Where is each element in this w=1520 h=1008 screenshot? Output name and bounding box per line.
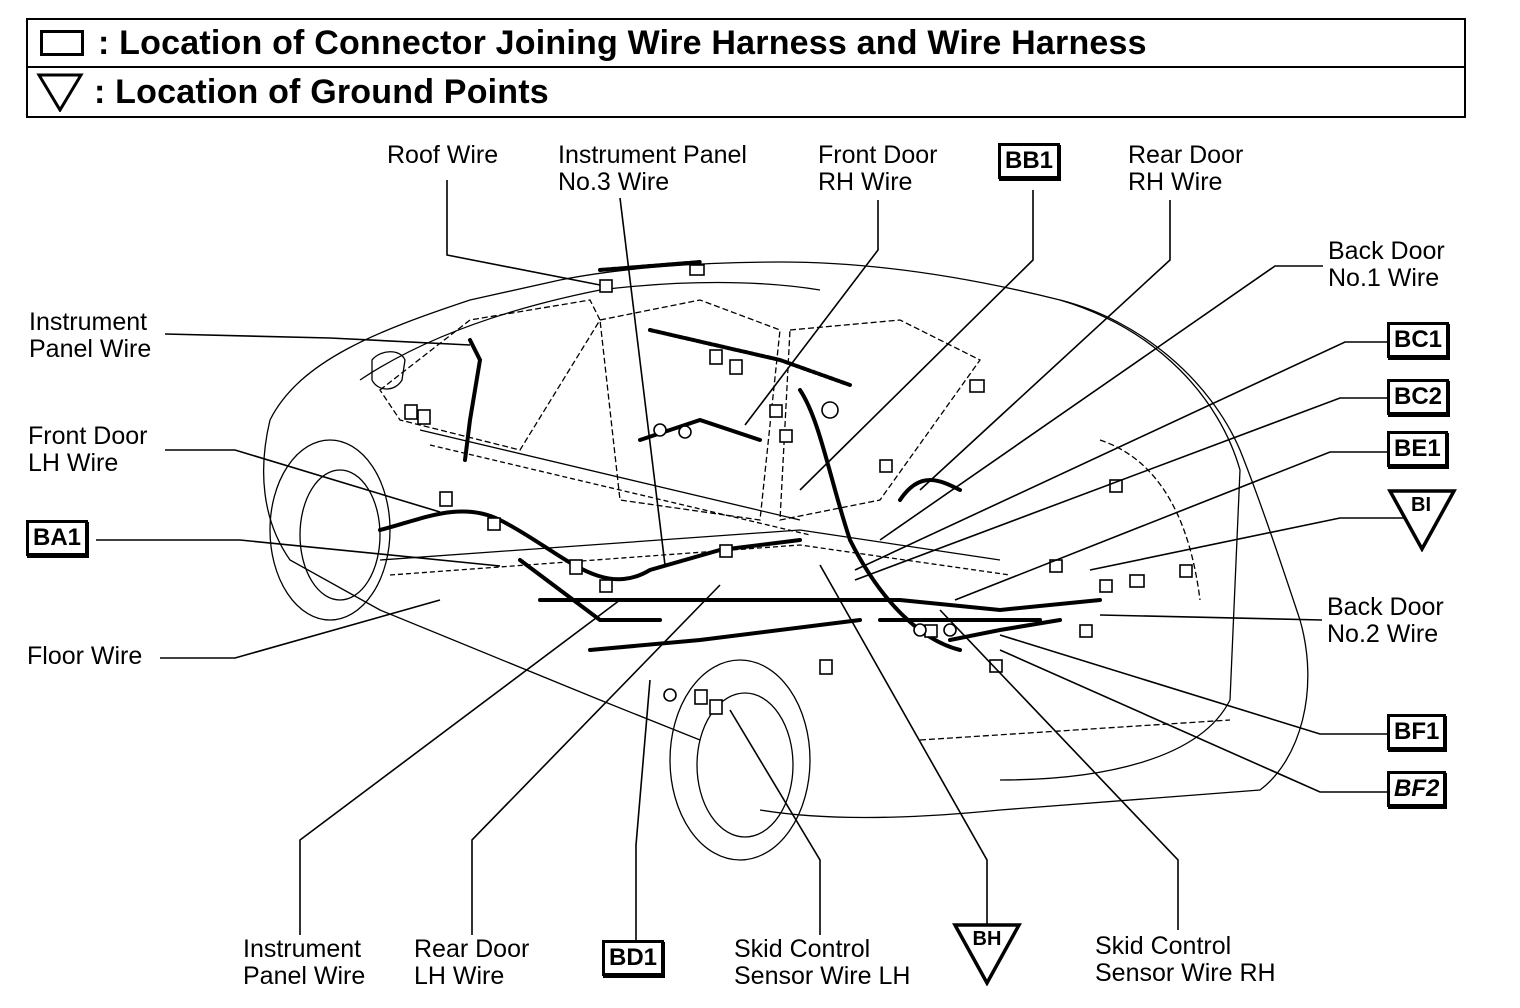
label-floor-wire: Floor Wire	[27, 642, 143, 670]
harness-connectors	[404, 264, 1193, 715]
label-roof-wire: Roof Wire	[387, 141, 499, 169]
leader-lines	[96, 180, 1408, 940]
ground-symbol-icon	[36, 73, 84, 112]
connector-bd1: BD1	[602, 940, 665, 976]
ground-point-bh: BH	[952, 922, 1022, 986]
connector-bc2: BC2	[1387, 379, 1450, 415]
legend-connector-row: : Location of Connector Joining Wire Har…	[28, 20, 1464, 68]
legend-ground-text: : Location of Ground Points	[94, 72, 549, 111]
legend-ground-row: : Location of Ground Points	[28, 68, 1464, 116]
connector-bf1: BF1	[1387, 714, 1447, 750]
connector-bc1: BC1	[1387, 322, 1450, 358]
ground-triangle-icon	[1387, 489, 1457, 552]
ground-triangle-icon	[952, 923, 1022, 986]
connector-ba1: BA1	[26, 520, 89, 556]
connector-be1: BE1	[1387, 431, 1448, 467]
connector-bf2: BF2	[1387, 771, 1447, 807]
wire-harness-bundles	[378, 260, 1102, 652]
connector-symbol-icon	[40, 30, 84, 56]
legend: : Location of Connector Joining Wire Har…	[26, 18, 1466, 118]
ground-point-bi: BI	[1387, 488, 1457, 552]
legend-connector-text: : Location of Connector Joining Wire Har…	[98, 23, 1147, 62]
connector-bb1: BB1	[998, 143, 1061, 179]
